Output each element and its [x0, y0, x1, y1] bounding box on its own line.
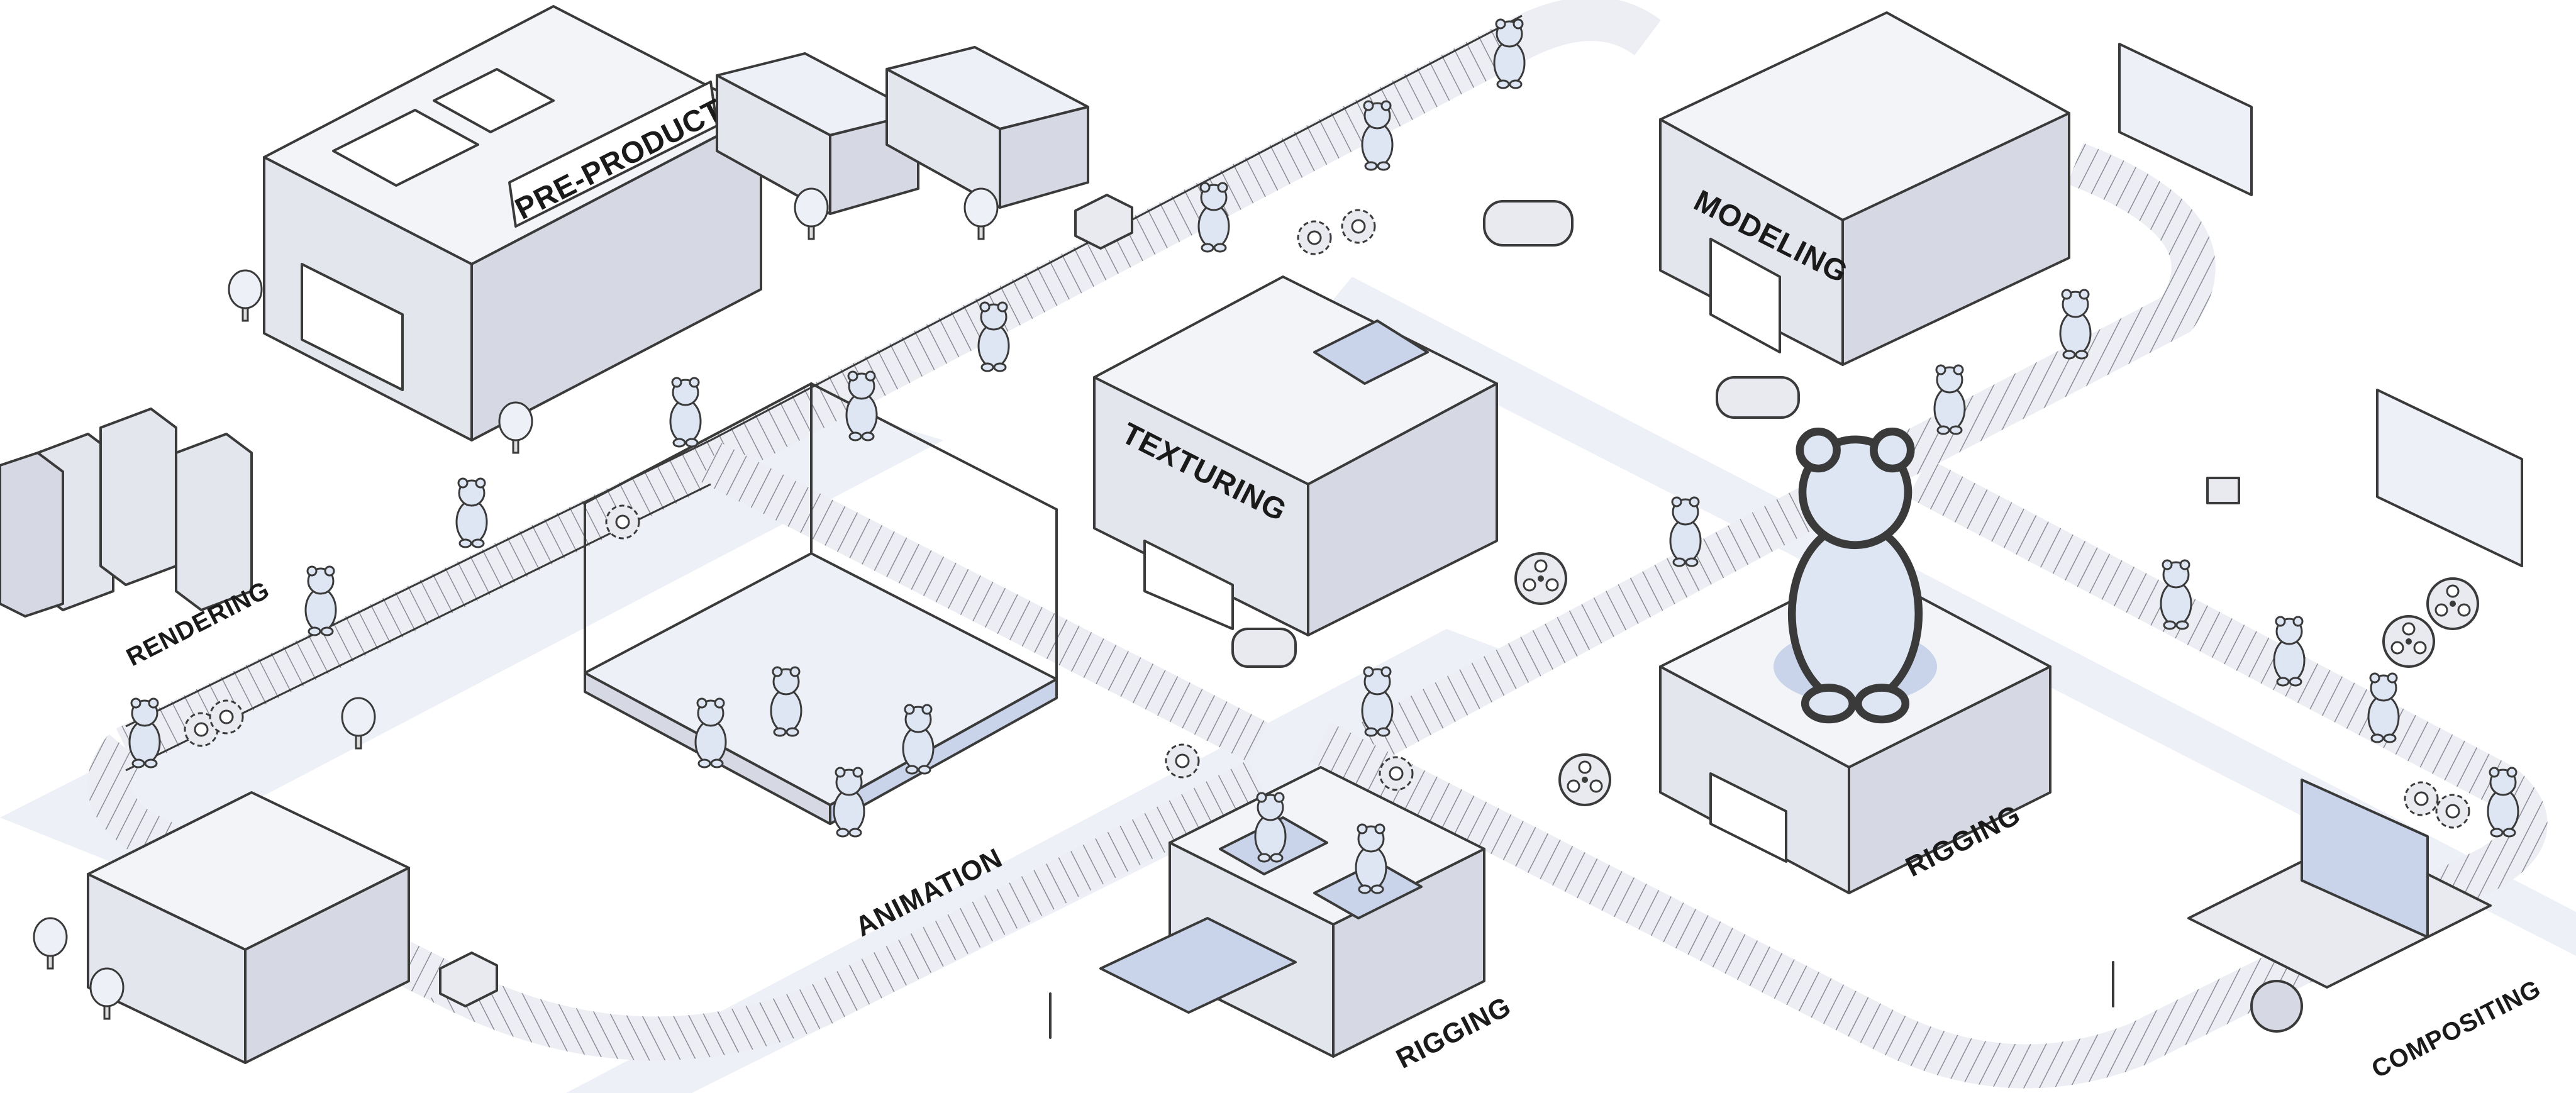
movie-camera-icon [2207, 478, 2239, 503]
game-controller-icon [1233, 629, 1296, 667]
pre-production-building: PRE-PRODUCTION [264, 0, 778, 440]
bear-figure [1792, 431, 1919, 719]
tree-icon [499, 402, 532, 453]
bear-figure [1362, 667, 1392, 736]
film-reel-icon [2384, 616, 2434, 667]
gear-icon [1342, 210, 1375, 243]
bear-figure [771, 667, 801, 736]
bear-figure [457, 479, 487, 547]
film-reel-icon [2428, 579, 2478, 629]
picture-frame-icon [2377, 390, 2522, 566]
shipping-containers [717, 47, 1088, 214]
gear-icon [2436, 795, 2469, 828]
bear-figure [696, 699, 726, 767]
gear-icon [606, 506, 639, 538]
vr-headset-icon [1717, 377, 1799, 418]
film-reel-icon [1516, 553, 1566, 604]
tree-icon [34, 918, 67, 968]
conveyor-belt [1522, 19, 1648, 38]
bear-figure [130, 699, 160, 767]
bear-figure [2060, 290, 2090, 358]
bear-figure [2368, 674, 2399, 742]
bear-figure [1494, 19, 1524, 88]
server-racks [0, 409, 252, 616]
tree-icon [91, 968, 123, 1019]
gear-icon [210, 701, 243, 733]
vr-headset-icon [1484, 201, 1572, 245]
bear-figure [1255, 793, 1285, 862]
gear-icon [2405, 782, 2438, 815]
tree-icon [965, 189, 997, 239]
modeling-building: MODELING [1660, 13, 2069, 365]
gear-icon [1298, 221, 1331, 254]
bear-figure [670, 378, 701, 447]
bear-figure [834, 768, 864, 836]
bear-figure [2161, 560, 2191, 629]
bear-figure [903, 705, 933, 774]
compositing-label: COMPOSITING [2367, 975, 2545, 1084]
bear-figure [1199, 183, 1229, 252]
bear-figure [1356, 824, 1386, 893]
bear-figure [1935, 365, 1965, 434]
bear-figure [2274, 617, 2304, 685]
film-reel-icon [1560, 755, 1610, 805]
gear-icon [1166, 745, 1199, 777]
bear-figure [847, 372, 877, 440]
bear-figure [306, 567, 336, 635]
gear-icon [1380, 757, 1413, 790]
bear-figure [2488, 768, 2518, 836]
bear-figure [1670, 497, 1701, 566]
bear-figure [1362, 101, 1392, 170]
tree-icon [795, 189, 828, 239]
tree-icon [229, 270, 262, 321]
bear-figure [979, 302, 1009, 371]
